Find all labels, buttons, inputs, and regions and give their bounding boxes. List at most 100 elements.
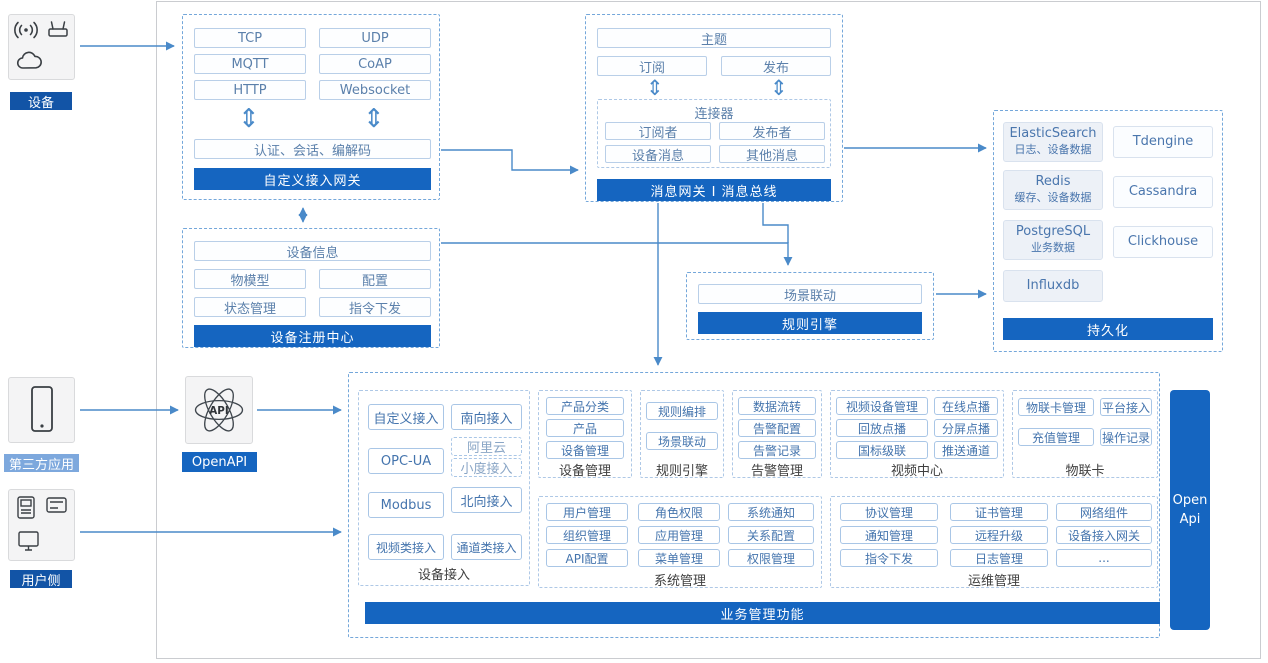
recharge-mgmt-item: 充值管理 — [1018, 428, 1094, 446]
status-mgmt: 状态管理 — [194, 297, 306, 317]
influxdb-store: Influxdb — [1003, 270, 1103, 302]
postgresql-store: PostgreSQL 业务数据 — [1003, 220, 1103, 260]
device-icons — [14, 21, 68, 69]
device-mgmt-label: 设备管理 — [558, 464, 611, 479]
video-center-section — [830, 390, 1004, 478]
publisher-item: 发布者 — [719, 122, 825, 140]
operation-record-item: 操作记录 — [1100, 428, 1152, 446]
publish-item: 发布 — [721, 56, 831, 76]
message-gateway-box — [585, 14, 843, 202]
command-dispatch: 指令下发 — [319, 297, 431, 317]
system-notice-item: 系统通知 — [728, 503, 814, 521]
protocol-tcp: TCP — [194, 28, 306, 48]
store-desc: 缓存、设备数据 — [1014, 191, 1092, 205]
rule-engine-title: 规则引擎 — [698, 312, 922, 334]
video-device-mgmt-item: 视频设备管理 — [836, 397, 928, 415]
openapi-icon-box: API — [185, 376, 253, 444]
online-vod-item: 在线点播 — [934, 397, 998, 415]
ops-section — [830, 496, 1158, 588]
protocol-websocket: Websocket — [319, 80, 431, 100]
aliyun-access-item: 阿里云 — [451, 437, 522, 456]
redis-store: Redis 缓存、设备数据 — [1003, 170, 1103, 210]
persistence-title: 持久化 — [1003, 318, 1213, 340]
svg-text:API: API — [209, 405, 228, 417]
custom-access-item: 自定义接入 — [368, 404, 444, 430]
persistence-box — [993, 110, 1223, 352]
open-api-bar: Open Api — [1170, 390, 1210, 630]
platform-access-item: 平台接入 — [1100, 398, 1152, 416]
cert-mgmt-item: 证书管理 — [950, 503, 1048, 521]
custom-gateway-box — [182, 14, 440, 200]
alarm-section — [732, 390, 822, 478]
store-name: Clickhouse — [1127, 233, 1199, 249]
north-access-item: 北向接入 — [451, 487, 522, 513]
system-label: 系统管理 — [653, 574, 706, 589]
device-registry-box — [182, 228, 440, 348]
network-component-item: 网络组件 — [1056, 503, 1152, 521]
device-mgmt-item: 设备管理 — [546, 441, 624, 459]
org-mgmt-item: 组织管理 — [546, 526, 628, 544]
cassandra-store: Cassandra — [1113, 176, 1213, 208]
third-party-label: 第三方应用 — [4, 454, 79, 473]
thing-model: 物模型 — [194, 269, 306, 289]
message-gateway-title: 消息网关 I 消息总线 — [597, 179, 831, 201]
device-registry-title: 设备注册中心 — [194, 325, 431, 347]
data-flow-item: 数据流转 — [738, 397, 816, 415]
user-device-icons — [17, 496, 67, 551]
south-access-item: 南向接入 — [451, 404, 522, 430]
card-reader-icon — [46, 497, 67, 513]
command-dispatch-item: 指令下发 — [840, 549, 938, 567]
protocol-coap: CoAP — [319, 54, 431, 74]
store-name: Redis — [1035, 174, 1071, 190]
protocol-mqtt: MQTT — [194, 54, 306, 74]
device-info: 设备信息 — [194, 241, 431, 261]
phone-icon — [30, 386, 53, 432]
custom-gateway-title: 自定义接入网关 — [194, 168, 431, 190]
updown-arrow-icon: ⇕ — [646, 76, 664, 100]
monitor-icon — [18, 531, 39, 551]
third-party-icon-group — [8, 377, 75, 443]
connector-title: 连接器 — [694, 107, 734, 122]
store-desc: 日志、设备数据 — [1014, 143, 1092, 157]
updown-arrow-icon: ⇕ — [770, 76, 788, 100]
connector-box — [597, 99, 831, 168]
store-name: Tdengine — [1132, 133, 1194, 149]
other-message-item: 其他消息 — [719, 145, 825, 163]
store-name: Influxdb — [1026, 277, 1080, 293]
video-center-label: 视频中心 — [890, 464, 943, 479]
product-category-item: 产品分类 — [546, 397, 624, 415]
xiaodu-access-item: 小度接入 — [451, 458, 522, 477]
push-channel-item: 推送通道 — [934, 441, 998, 459]
business-box — [348, 372, 1160, 638]
api-config-item: API配置 — [546, 549, 628, 567]
auth-session-codec: 认证、会话、编解码 — [194, 139, 431, 159]
relation-config-item: 关系配置 — [728, 526, 814, 544]
device-icon-group — [8, 14, 75, 80]
device-label: 设备 — [10, 92, 72, 111]
device-access-gateway-item: 设备接入网关 — [1056, 526, 1152, 544]
video-access-item: 视频类接入 — [368, 534, 444, 560]
iot-card-mgmt-item: 物联卡管理 — [1018, 398, 1094, 416]
protocol-udp: UDP — [319, 28, 431, 48]
pos-terminal-icon — [17, 496, 35, 519]
config-item: 配置 — [319, 269, 431, 289]
remote-upgrade-item: 远程升级 — [950, 526, 1048, 544]
rule-label: 规则引擎 — [655, 464, 708, 479]
updown-arrow-icon: ⇕ — [238, 104, 260, 134]
permission-mgmt-item: 权限管理 — [728, 549, 814, 567]
device-access-label: 设备接入 — [417, 568, 470, 583]
scene-linkage-item-2: 场景联动 — [646, 432, 718, 450]
device-message-item: 设备消息 — [605, 145, 711, 163]
topic-item: 主题 — [597, 28, 831, 48]
store-name: ElasticSearch — [1009, 126, 1097, 142]
alarm-config-item: 告警配置 — [738, 419, 816, 437]
alarm-record-item: 告警记录 — [738, 441, 816, 459]
device-access-section — [358, 390, 530, 586]
tdengine-store: Tdengine — [1113, 126, 1213, 158]
rule-engine-box — [686, 272, 934, 340]
alarm-label: 告警管理 — [750, 464, 803, 479]
openapi-label: OpenAPI — [182, 452, 257, 472]
rule-section — [640, 390, 724, 478]
role-permission-item: 角色权限 — [638, 503, 720, 521]
